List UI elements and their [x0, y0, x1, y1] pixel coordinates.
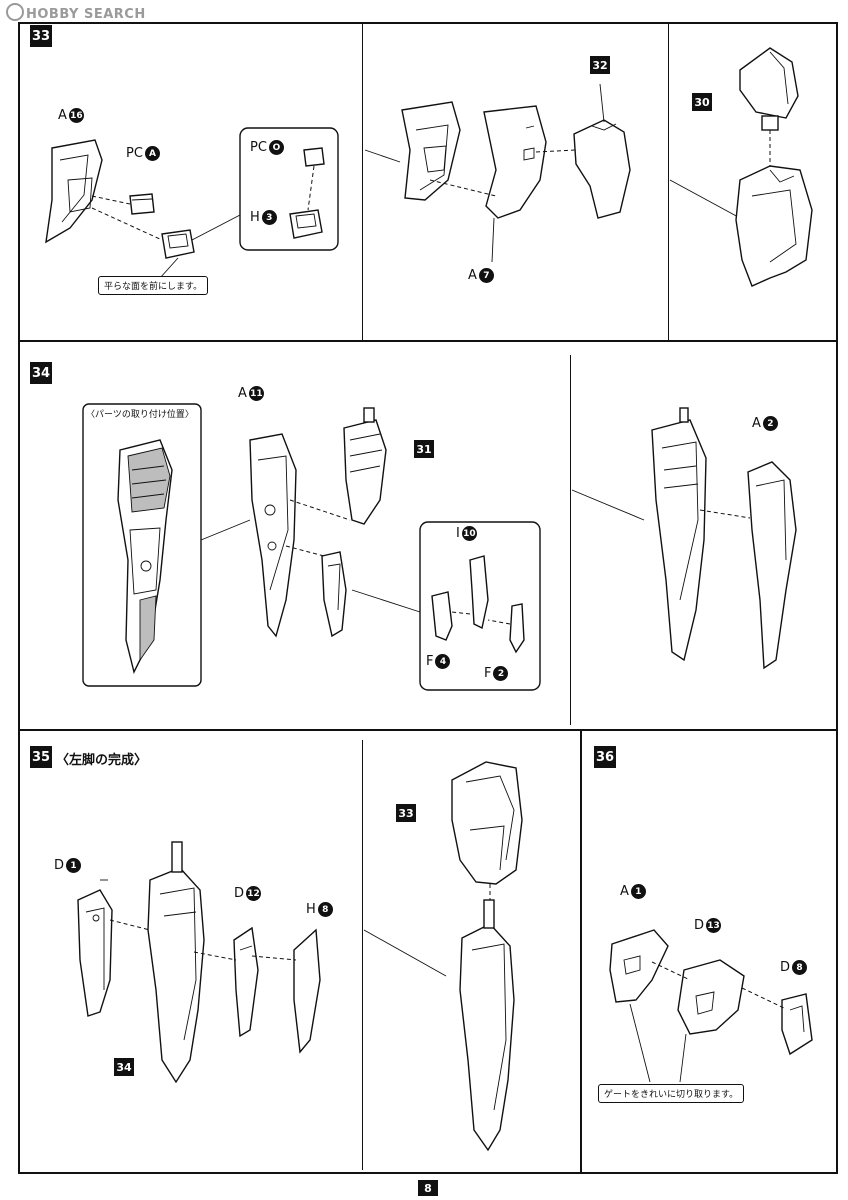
note-flat-front: 平らな面を前にします。 — [98, 276, 209, 295]
part-number-badge: O — [268, 140, 284, 155]
part-number-badge: 11 — [248, 386, 264, 401]
part-a11-frame — [249, 433, 297, 638]
page-number: 8 — [418, 1180, 438, 1196]
part-number-badge: 2 — [762, 416, 778, 431]
watermark: HOBBY SEARCH — [6, 3, 146, 22]
step-36-number: 36 — [594, 746, 616, 768]
part-a2 — [747, 461, 797, 670]
step-33-number: 33 — [30, 25, 52, 47]
ref-33: 33 — [396, 804, 416, 822]
part-32 — [573, 119, 631, 219]
divider-33a — [362, 22, 363, 340]
part-33-upper — [451, 761, 523, 885]
divider-33b — [668, 22, 669, 340]
part-number-badge: 3 — [261, 210, 277, 225]
divider-34 — [570, 355, 571, 725]
part-number-badge: 1 — [630, 884, 646, 899]
part-d13-36 — [677, 959, 745, 1035]
part-leg-final-35 — [459, 899, 515, 1152]
divider-row1 — [18, 340, 838, 342]
part-d12 — [233, 926, 259, 1038]
part-a7 — [483, 105, 547, 219]
part-joint-assembly — [161, 229, 195, 259]
part-number-badge: 12 — [246, 886, 262, 901]
part-pca — [129, 193, 155, 215]
step-35-number: 35 — [30, 746, 52, 768]
part-number-badge: 13 — [706, 918, 722, 933]
part-f-sub — [321, 551, 347, 638]
instruction-frame — [18, 22, 838, 1174]
divider-row2 — [18, 729, 838, 731]
part-d1 — [77, 889, 113, 1017]
part-number-badge: 1 — [66, 858, 82, 873]
ref-32: 32 — [590, 56, 610, 74]
part-h8 — [293, 928, 321, 1054]
part-number-badge: 7 — [478, 268, 494, 283]
ref-31: 31 — [414, 440, 434, 458]
part-shell-assembly-2 — [401, 101, 461, 201]
part-a16-shell — [45, 139, 103, 244]
part-number-badge: 4 — [435, 654, 451, 669]
divider-35 — [362, 740, 363, 1170]
part-leg-assembly-34 — [651, 407, 707, 662]
note-gate-clean: ゲートをきれいに切り取ります。 — [598, 1084, 745, 1103]
step-35-title: 〈左脚の完成〉 — [56, 753, 148, 768]
caption-attach-position: 〈パーツの取り付け位置〉 — [86, 410, 194, 420]
part-number-badge: 2 — [493, 666, 509, 681]
part-a1-36 — [609, 929, 669, 1003]
part-30 — [739, 47, 799, 131]
step-34-number: 34 — [30, 362, 52, 384]
part-d8-36 — [781, 993, 813, 1056]
part-31 — [343, 407, 387, 525]
part-number-badge: 10 — [461, 526, 477, 541]
part-number-badge: A — [144, 146, 160, 161]
part-number-badge: 8 — [792, 960, 808, 975]
divider-36 — [580, 729, 582, 1174]
inset-attach-position — [82, 403, 202, 687]
part-leg-lower-assembly-33 — [735, 165, 813, 287]
inset-box-34 — [419, 521, 541, 691]
watermark-logo-icon — [6, 3, 24, 21]
part-number-badge: 16 — [68, 108, 84, 123]
ref-30: 30 — [692, 93, 712, 111]
part-leg-assembly-35 — [147, 841, 205, 1084]
part-number-badge: 8 — [317, 902, 333, 917]
ref-34: 34 — [114, 1058, 134, 1076]
